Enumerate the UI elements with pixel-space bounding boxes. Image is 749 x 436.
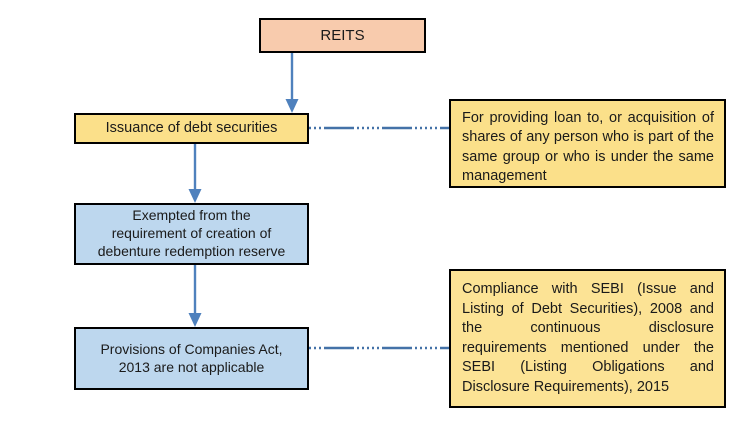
note-loan-label: For providing loan to, or acquisition of… — [462, 110, 714, 184]
arrow-issuance-to-exempted — [188, 144, 202, 203]
node-provisions-companies-act[interactable]: Provisions of Companies Act, 2013 are no… — [74, 327, 309, 390]
arrow-reits-to-issuance — [285, 52, 299, 113]
arrow-exempted-to-provisions — [188, 265, 202, 327]
node-reits-label: REITS — [320, 26, 365, 44]
note-compliance-label: Compliance with SEBI (Issue and Listing … — [462, 281, 714, 395]
node-exempted-label: Exempted from the requirement of creatio… — [97, 207, 286, 259]
node-provisions-label: Provisions of Companies Act, 2013 are no… — [100, 340, 283, 375]
node-issuance-label: Issuance of debt securities — [105, 120, 278, 137]
connector-issuance-to-loan-note — [309, 126, 451, 130]
note-loan-acquisition[interactable]: For providing loan to, or acquisition of… — [449, 99, 726, 188]
connector-provisions-to-compliance-note — [309, 346, 451, 350]
node-issuance-of-debt-securities[interactable]: Issuance of debt securities — [74, 113, 309, 144]
node-exempted-from-drr[interactable]: Exempted from the requirement of creatio… — [74, 203, 309, 265]
note-sebi-compliance[interactable]: Compliance with SEBI (Issue and Listing … — [449, 269, 726, 408]
node-reits[interactable]: REITS — [259, 18, 426, 53]
